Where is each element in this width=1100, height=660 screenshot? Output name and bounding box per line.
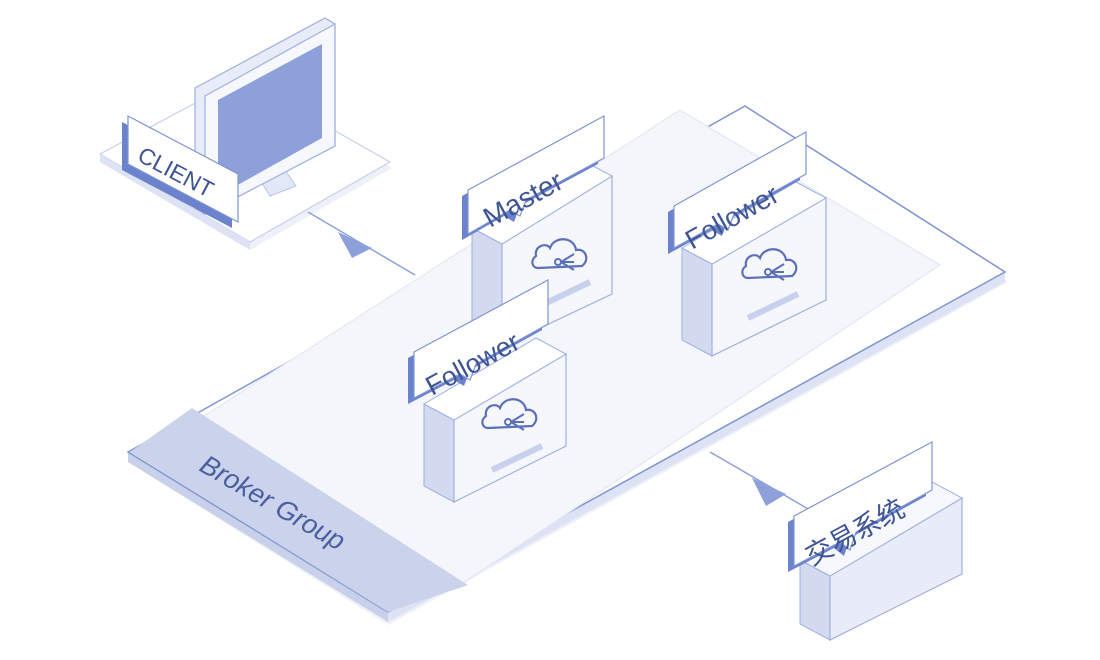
trading-arrowhead (752, 478, 786, 506)
follower-left-cloud-network-icon (481, 398, 538, 431)
client-arrowhead (338, 232, 372, 258)
follower-right-cloud-network-icon (741, 248, 798, 281)
broker-group-band (130, 408, 468, 612)
follower-left-node: Follower (408, 278, 568, 503)
master-cloud-network-icon (531, 238, 588, 271)
client-computer: CLIENT (98, 17, 392, 250)
monitor-screen (218, 44, 322, 196)
broker-to-trading-arrow (709, 451, 811, 511)
trading-system-node: 交易系统 (788, 440, 964, 641)
